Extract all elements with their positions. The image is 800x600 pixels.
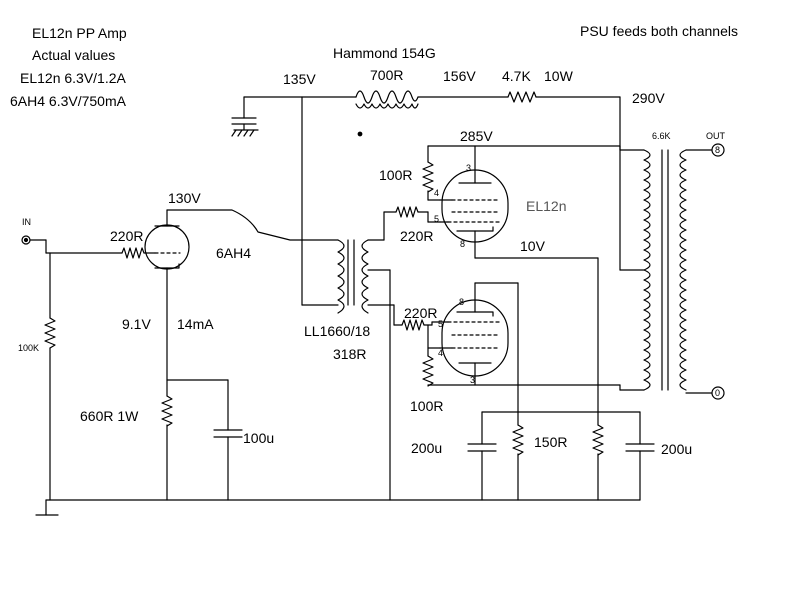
- driver-current-label: 14mA: [177, 316, 214, 332]
- driver-cathode-cap-label: 100u: [243, 430, 275, 446]
- out-terminal-hot: [711, 143, 725, 157]
- output-cap-left-label: 200u: [411, 440, 443, 456]
- ot-hot-terminal-label: 8: [715, 145, 721, 155]
- output-cathode-network: [467, 411, 655, 501]
- g2-resistor-lower-label: 100R: [410, 398, 444, 414]
- grid-leak-resistor: [44, 317, 56, 349]
- upper-pin3-label: 3: [466, 163, 472, 173]
- driver-bplus-wiring: [301, 96, 339, 306]
- lower-pin8-label: 8: [459, 297, 465, 307]
- grid-leak-label: 100K: [18, 343, 40, 353]
- ot-primary-label: 6.6K: [652, 131, 671, 141]
- grid-stopper-lower: [401, 319, 425, 331]
- bplus-line: [243, 96, 645, 271]
- node-156v-label: 156V: [443, 68, 476, 84]
- driver-cathode-resistor-label: 660R 1W: [80, 408, 139, 424]
- interstage-transformer: [337, 211, 403, 501]
- lower-pin3-label: 3: [470, 375, 476, 385]
- output-lower-wiring: [401, 282, 645, 413]
- driver-plate-voltage-label: 130V: [168, 190, 201, 206]
- ot-cold-terminal-label: 0: [715, 388, 721, 398]
- grid-stopper-upper: [395, 206, 419, 218]
- heater-6ah4-note: 6AH4 6.3V/750mA: [10, 93, 126, 109]
- output-cathode-resistor-label: 150R: [534, 434, 568, 450]
- choke-dcr-label: 700R: [370, 67, 404, 83]
- output-transformer: [643, 143, 725, 400]
- output-tube-upper-symbol: [439, 145, 509, 259]
- diagram-subtitle: Actual values: [32, 47, 116, 63]
- output-tube-label: EL12n: [526, 198, 567, 214]
- output-plate-voltage-label: 285V: [460, 128, 493, 144]
- grid-stopper-upper-label: 220R: [400, 228, 434, 244]
- driver-plate-wiring: [166, 209, 339, 241]
- dropper-resistor: [507, 91, 537, 103]
- driver-cathode-network: [161, 379, 243, 501]
- driver-cathode-voltage-label: 9.1V: [122, 316, 151, 332]
- interstage-name-label: LL1660/18: [304, 323, 371, 339]
- output-cathode-voltage-label: 10V: [520, 238, 545, 254]
- grid-stopper-lower-label: 220R: [404, 305, 438, 321]
- choke-name-label: Hammond 154G: [333, 45, 436, 61]
- lower-pin5-label: 5: [438, 319, 444, 329]
- upper-pin4-label: 4: [434, 188, 440, 198]
- dropper-power-label: 10W: [544, 68, 573, 84]
- out-terminal-cold: [711, 386, 725, 400]
- output-tube-lower-symbol: [439, 282, 509, 386]
- dropper-value-label: 4.7K: [502, 68, 531, 84]
- driver-tube-label: 6AH4: [216, 245, 252, 261]
- psu-ground-symbol: [231, 129, 259, 137]
- driver-cathode-resistor: [161, 395, 173, 427]
- upper-pin5-label: 5: [434, 214, 440, 224]
- input-label: IN: [22, 217, 31, 227]
- output-cap-right-label: 200u: [661, 441, 693, 457]
- diagram-title: EL12n PP Amp: [32, 25, 127, 41]
- g2-resistor-upper-label: 100R: [379, 167, 413, 183]
- upper-pin8-label: 8: [460, 239, 466, 249]
- g2-resistor-upper: [422, 161, 434, 193]
- ot-out-label: OUT: [706, 131, 725, 141]
- choke-coil: [355, 90, 419, 137]
- input-wiring: [21, 235, 156, 501]
- node-290v-label: 290V: [632, 90, 665, 106]
- driver-tube-symbol: [144, 209, 190, 381]
- ground-rail: [35, 499, 641, 516]
- filter-capacitor: [231, 96, 257, 131]
- node-135v-label: 135V: [283, 71, 316, 87]
- output-upper-wiring: [395, 145, 645, 413]
- lower-pin4-label: 4: [438, 348, 444, 358]
- heater-el12n-note: EL12n 6.3V/1.2A: [20, 70, 126, 86]
- g2-resistor-lower: [422, 355, 434, 387]
- psu-note: PSU feeds both channels: [580, 23, 738, 39]
- input-grid-stopper-label: 220R: [110, 228, 144, 244]
- interstage-dcr-label: 318R: [333, 346, 367, 362]
